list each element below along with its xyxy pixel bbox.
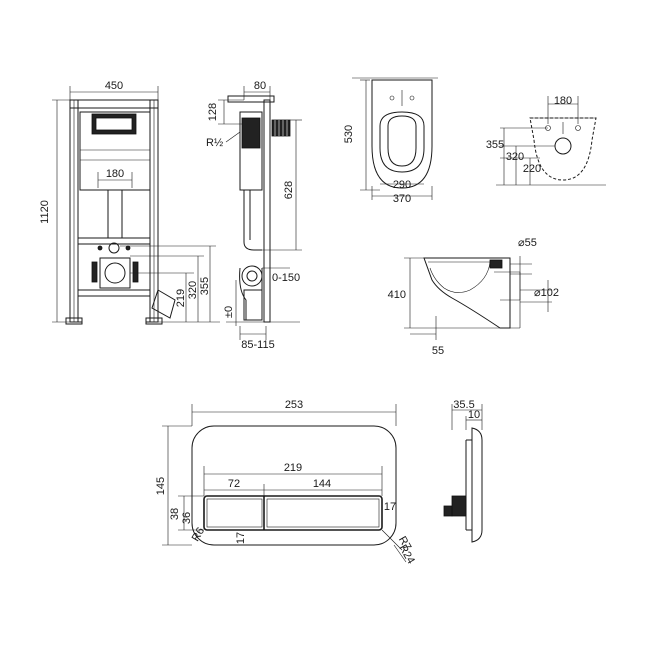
plate-height-label: 145 <box>155 477 167 495</box>
right-button-width: 144 <box>313 478 331 490</box>
plate-height-36: 36 <box>181 512 193 524</box>
right-height-17: 17 <box>384 501 396 513</box>
outlet-diameter: ⌀102 <box>534 287 559 299</box>
pipe-height-219: 219 <box>175 289 187 307</box>
left-height-17: 17 <box>235 532 247 544</box>
plate-width-label: 253 <box>285 399 303 411</box>
adjust-range-label: 0-150 <box>272 272 300 284</box>
frame-height-label: 1120 <box>39 200 51 224</box>
bowl-side-view: 410 ⌀55 ⌀102 55 <box>388 237 559 357</box>
frame-front-view: 450 1120 180 <box>39 80 220 325</box>
inlet-diameter: ⌀55 <box>518 237 537 249</box>
button-span-label: 219 <box>284 462 302 474</box>
flush-width-label: 180 <box>106 168 124 180</box>
valve-drop-label: 628 <box>283 181 295 199</box>
plate-height-38: 38 <box>169 508 181 520</box>
bowl-side-height: 410 <box>388 289 406 301</box>
side-top-offset: 128 <box>207 103 219 121</box>
thread-label: R½ <box>206 137 223 149</box>
bolt-spacing-label: 180 <box>554 95 572 107</box>
zero-mark: ±0 <box>223 306 235 318</box>
flush-plate-side-view: 35.5 10 <box>443 399 483 543</box>
bowl-length-label: 530 <box>343 125 355 143</box>
bowl-outer-width: 370 <box>393 193 411 205</box>
pipe-height-355: 355 <box>199 277 211 295</box>
plate-side-depth: 35.5 <box>453 399 474 411</box>
bowl-inner-width: 290 <box>393 179 411 191</box>
plate-side-thickness: 10 <box>468 409 480 421</box>
frame-width-label: 450 <box>105 80 123 92</box>
bottom-range-label: 85-115 <box>241 339 274 351</box>
rear-height-355: 355 <box>486 139 504 151</box>
rear-height-320: 320 <box>506 151 524 163</box>
left-button-width: 72 <box>228 478 240 490</box>
flush-plate-front-view: 253 145 219 72 144 38 36 R6 17 17 R7 R24 <box>155 399 417 566</box>
side-depth-label: 80 <box>254 80 266 92</box>
rear-height-220: 220 <box>523 163 541 175</box>
frame-side-view: 80 128 R½ 628 0-150 <box>206 80 302 351</box>
bowl-base-offset: 55 <box>432 345 444 357</box>
bowl-rear-view: 180 355 320 220 <box>486 95 606 186</box>
pipe-height-320: 320 <box>187 281 199 299</box>
bowl-top-view: 530 290 370 <box>343 77 438 205</box>
